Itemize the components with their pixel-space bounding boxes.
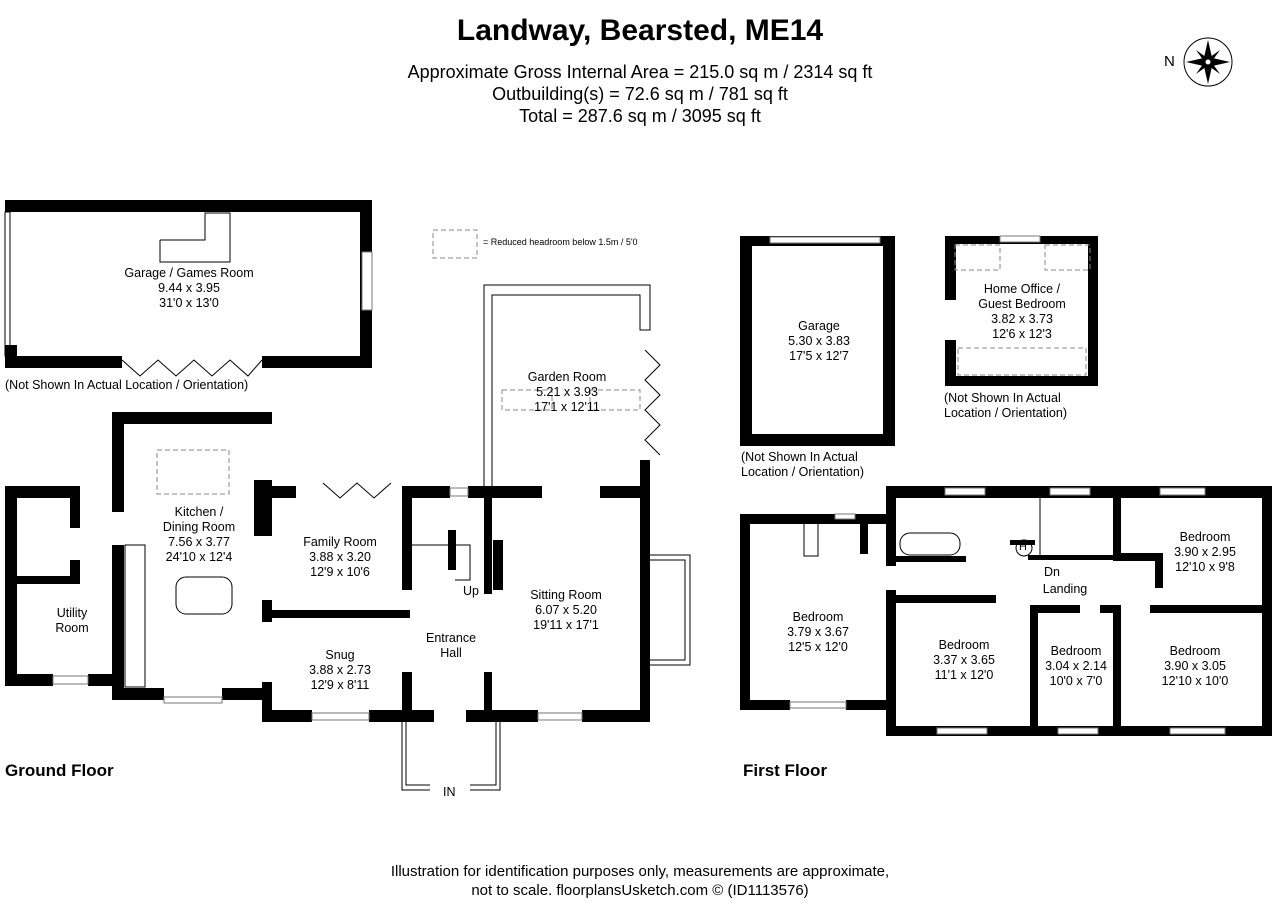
ground-floor-label: Ground Floor: [5, 761, 114, 780]
garden-room-walls: [483, 284, 661, 490]
heater-label: H: [1019, 541, 1027, 553]
total-area: Total = 287.6 sq m / 3095 sq ft: [519, 106, 761, 126]
stairs-up-label: Up: [463, 584, 479, 598]
room-landing: Landing: [1042, 582, 1088, 596]
stairs-down-label: Dn: [1044, 565, 1060, 579]
compass-rose-icon: [1183, 37, 1233, 87]
first-floor-label: First Floor: [743, 761, 828, 780]
ground-floor-walls: [5, 412, 691, 791]
reduced-headroom-legend: = Reduced headroom below 1.5m / 5'0: [483, 237, 638, 247]
entrance-in-label: IN: [443, 785, 456, 799]
outbuildings-area: Outbuilding(s) = 72.6 sq m / 781 sq ft: [492, 84, 788, 104]
disclaimer-line-1: Illustration for identification purposes…: [390, 863, 890, 880]
garage-location-note: (Not Shown In Actual Location / Orientat…: [5, 378, 249, 392]
gross-internal-area: Approximate Gross Internal Area = 215.0 …: [407, 62, 873, 82]
reduced-headroom-swatch: [432, 229, 478, 259]
first-floor-outbuilding-walls: [740, 235, 1098, 446]
compass-north-label: N: [1164, 53, 1175, 70]
first-floor-walls: [740, 486, 1272, 736]
disclaimer-line-2: not to scale. floorplansUsketch.com © (I…: [471, 882, 809, 899]
page-title: Landway, Bearsted, ME14: [456, 14, 824, 47]
garage-games-room-walls: [4, 200, 373, 377]
